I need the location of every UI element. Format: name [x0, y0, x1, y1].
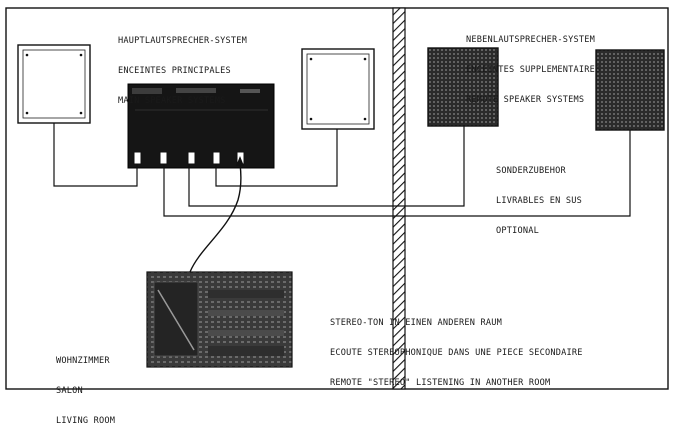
optional-accessory-label: SONDERZUBEHOR LIVRABLES EN SUS OPTIONAL	[496, 146, 582, 246]
stereo-line-de: STEREO-TON IN EINEN ANDEREN RAUM	[330, 318, 502, 328]
remote-system-line-fr: ENCEINTES SUPPLEMENTAIRES	[466, 65, 601, 75]
remote-system-line-de: NEBENLAUTSPRECHER-SYSTEM	[466, 35, 595, 45]
console-cable	[189, 163, 242, 273]
amplifier-unit	[127, 83, 275, 169]
optional-line-fr: LIVRABLES EN SUS	[496, 196, 582, 206]
speaker-wiring-diagram	[5, 7, 669, 390]
living-room-line-de: WOHNZIMMER	[56, 356, 110, 366]
main-system-line-en: MAIN SPEAKER SYSTEMS	[118, 96, 226, 106]
remote-speaker-left	[427, 47, 499, 127]
main-speaker-right	[301, 48, 375, 130]
main-speaker-left	[17, 44, 91, 124]
remote-stereo-listening-label: STEREO-TON IN EINEN ANDEREN RAUM ECOUTE …	[330, 298, 583, 398]
living-room-line-en: LIVING ROOM	[56, 416, 116, 426]
remote-speaker-systems-label: NEBENLAUTSPRECHER-SYSTEM ENCEINTES SUPPL…	[466, 15, 600, 115]
main-system-line-de: HAUPTLAUTSPRECHER-SYSTEM	[118, 36, 247, 46]
stereo-line-en: REMOTE "STEREO" LISTENING IN ANOTHER ROO…	[330, 378, 551, 388]
living-room-line-fr: SALON	[56, 386, 83, 396]
main-speaker-systems-label: HAUPTLAUTSPRECHER-SYSTEM ENCEINTES PRINC…	[118, 16, 247, 116]
outer-frame	[5, 7, 669, 390]
living-room-label: WOHNZIMMER SALON LIVING ROOM	[56, 336, 115, 436]
cable-arrow	[236, 156, 244, 166]
remote-system-line-en: REMOTE SPEAKER SYSTEMS	[466, 95, 585, 105]
speaker-wiring	[53, 123, 631, 217]
stereo-line-fr: ECOUTE STEREOPHONIQUE DANS UNE PIECE SEC…	[330, 348, 583, 358]
optional-line-de: SONDERZUBEHOR	[496, 166, 566, 176]
living-room-console	[146, 271, 293, 368]
remote-speaker-right	[595, 49, 665, 131]
optional-line-en: OPTIONAL	[496, 226, 539, 236]
main-system-line-fr: ENCEINTES PRINCIPALES	[118, 66, 231, 76]
room-divider-wall	[392, 7, 406, 390]
